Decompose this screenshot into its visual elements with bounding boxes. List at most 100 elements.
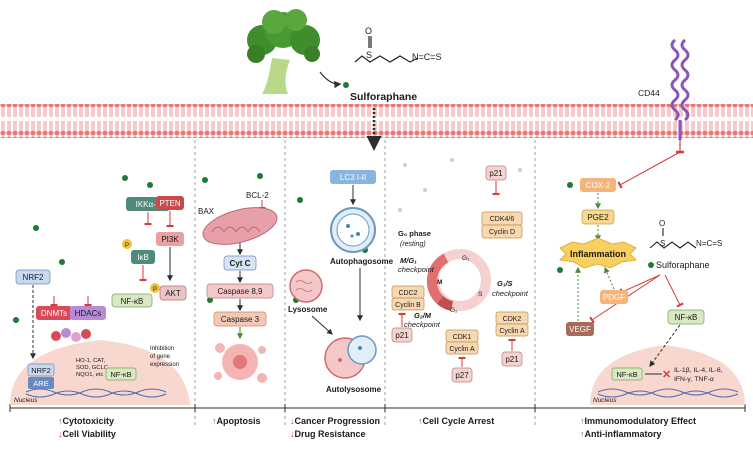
bax-label: BAX bbox=[198, 207, 215, 216]
p21-right-label: p21 bbox=[505, 355, 519, 364]
svg-text:↑Cytotoxicity: ↑Cytotoxicity bbox=[58, 416, 114, 426]
inhibition-line-1: Inhibition bbox=[150, 346, 174, 352]
s-label: S bbox=[478, 291, 483, 298]
oxygen-atom-label-right: O bbox=[659, 219, 665, 228]
outcome-cellcycle: ↑Cell Cycle Arrest bbox=[418, 416, 494, 426]
phospho-badge-akt: P bbox=[153, 287, 157, 293]
g2-label: G₂ bbox=[450, 307, 458, 314]
dna-strand-5 bbox=[597, 388, 739, 396]
cd44-label: CD44 bbox=[638, 88, 660, 98]
inhibition-line-2: of gene bbox=[150, 354, 171, 360]
cell-cycle-ring bbox=[426, 249, 491, 311]
inflammation-label: Inflammation bbox=[570, 249, 626, 259]
svg-text:↑Immunomodulatory Effect: ↑Immunomodulatory Effect bbox=[580, 416, 696, 426]
g0-phase-label: G₀ phase bbox=[398, 229, 431, 238]
cyclin-d-node bbox=[481, 224, 523, 239]
cytokines-line-2: IFN-γ, TNF-α bbox=[674, 376, 714, 383]
nfkb-nuclear-node-1 bbox=[105, 367, 137, 381]
hdacs-label: HDACs bbox=[75, 309, 102, 318]
nrf2-label: NRF2 bbox=[23, 273, 44, 282]
akt-node bbox=[159, 285, 187, 301]
sulforaphane-title: Sulforaphane bbox=[350, 91, 417, 103]
svg-text:↑Apoptosis: ↑Apoptosis bbox=[212, 416, 261, 426]
cyclin-a-label-2: Cyclin A bbox=[499, 328, 525, 335]
autolysosome-icon bbox=[324, 335, 377, 379]
autolysosome-label: Autolysosome bbox=[326, 385, 382, 394]
gene-list-line-1: HO-1, CAT, bbox=[76, 358, 106, 364]
vegf-node bbox=[566, 322, 594, 336]
gene-list-line-2: SOD, GCLC, bbox=[76, 365, 110, 371]
cdk46-label: CDK4/6 bbox=[490, 216, 515, 223]
akt-label: AKT bbox=[165, 289, 181, 298]
mg1-checkpoint-sub: checkpoint bbox=[398, 265, 435, 274]
svg-text:↑Anti-inflammatory: ↑Anti-inflammatory bbox=[580, 429, 662, 439]
broccoli-icon bbox=[247, 9, 320, 94]
svg-text:↓Cell Viability: ↓Cell Viability bbox=[58, 429, 116, 439]
nfkb-nuclear-label-1: NF-κB bbox=[110, 370, 131, 379]
pdgf-node bbox=[600, 290, 628, 304]
inflammation-burst-icon bbox=[559, 237, 637, 269]
ikb-label: IκB bbox=[137, 253, 149, 262]
svg-text:↓Drug Resistance: ↓Drug Resistance bbox=[290, 429, 366, 439]
dnmts-node bbox=[36, 306, 72, 320]
p21-top-node bbox=[485, 165, 507, 181]
nrf2-nuclear-label: NRF2 bbox=[31, 366, 51, 375]
p21-left-node bbox=[391, 327, 413, 343]
pge2-node bbox=[581, 209, 615, 225]
pten-node bbox=[156, 196, 184, 210]
sulfur-atom-label: S bbox=[366, 50, 372, 60]
pten-label: PTEN bbox=[159, 199, 181, 208]
nfkb-label-5: NF-κB bbox=[675, 313, 698, 322]
block-cross-icon: ✕ bbox=[662, 369, 671, 381]
nucleus-label-1: Nucleus bbox=[14, 397, 38, 404]
histone-cluster bbox=[51, 328, 91, 342]
g1s-checkpoint-title: G₁/S bbox=[497, 279, 513, 288]
pdgf-label: PDGF bbox=[603, 293, 625, 302]
apoptotic-cell-icon bbox=[214, 343, 267, 383]
cyclin-a-node-2 bbox=[495, 323, 529, 337]
nfkb-nuclear-label-5: NF-κB bbox=[616, 370, 637, 379]
nfkb-node-5 bbox=[667, 309, 705, 325]
nucleus-label-5: Nucleus bbox=[593, 397, 617, 404]
nfkb-node-1 bbox=[111, 293, 153, 308]
lc3-label: LC3 I-II bbox=[340, 173, 366, 182]
caspase-89-label: Caspase 8,9 bbox=[218, 287, 263, 296]
lc3-node bbox=[330, 170, 376, 184]
lysosome-icon bbox=[289, 269, 323, 303]
cox2-node bbox=[580, 178, 616, 192]
cdk1-label: CDK1 bbox=[453, 334, 472, 341]
inhibition-line-3: expression bbox=[150, 362, 179, 368]
autophagosome-icon bbox=[330, 207, 376, 253]
cyclin-a-node-1 bbox=[445, 341, 479, 355]
nrf2-node bbox=[15, 269, 51, 285]
caspase-3-label: Caspase 3 bbox=[221, 315, 260, 324]
g1-label: G₁ bbox=[462, 255, 470, 262]
cyclin-a-label-1: Cyclin A bbox=[449, 346, 475, 353]
gene-list-line-3: NQO1, etc bbox=[76, 372, 103, 378]
are-node bbox=[28, 377, 54, 389]
bcl2-label: BCL-2 bbox=[246, 191, 269, 200]
m-label: M bbox=[437, 279, 442, 286]
nucleus-panel1 bbox=[10, 340, 190, 405]
nfkb-label-1: NF-κB bbox=[121, 297, 144, 306]
pi3k-node bbox=[156, 232, 184, 246]
p27-node bbox=[451, 367, 473, 383]
isothiocyanate-label: N=C=S bbox=[412, 52, 442, 62]
phospho-badge-ikb: P bbox=[125, 243, 129, 249]
p21-left-label: p21 bbox=[395, 331, 409, 340]
ikb-node bbox=[131, 250, 155, 264]
isothiocyanate-label-right: N=C=S bbox=[696, 239, 722, 248]
cdc2-label: CDC2 bbox=[398, 290, 417, 297]
nrf2-nuclear-node bbox=[27, 363, 55, 377]
dnmts-label: DNMTs bbox=[41, 309, 67, 318]
nucleus-panel5 bbox=[590, 345, 745, 405]
outcome-cytotoxicity: ↑Cytotoxicity ↓Cell Viability bbox=[58, 416, 116, 439]
outcome-immune: ↑Immunomodulatory Effect ↑Anti-inflammat… bbox=[580, 416, 696, 439]
cytc-node bbox=[223, 255, 257, 271]
p21-top-label: p21 bbox=[489, 169, 503, 178]
hdacs-node bbox=[70, 306, 106, 320]
cell-membrane bbox=[0, 104, 753, 138]
vegf-label: VEGF bbox=[569, 325, 591, 334]
